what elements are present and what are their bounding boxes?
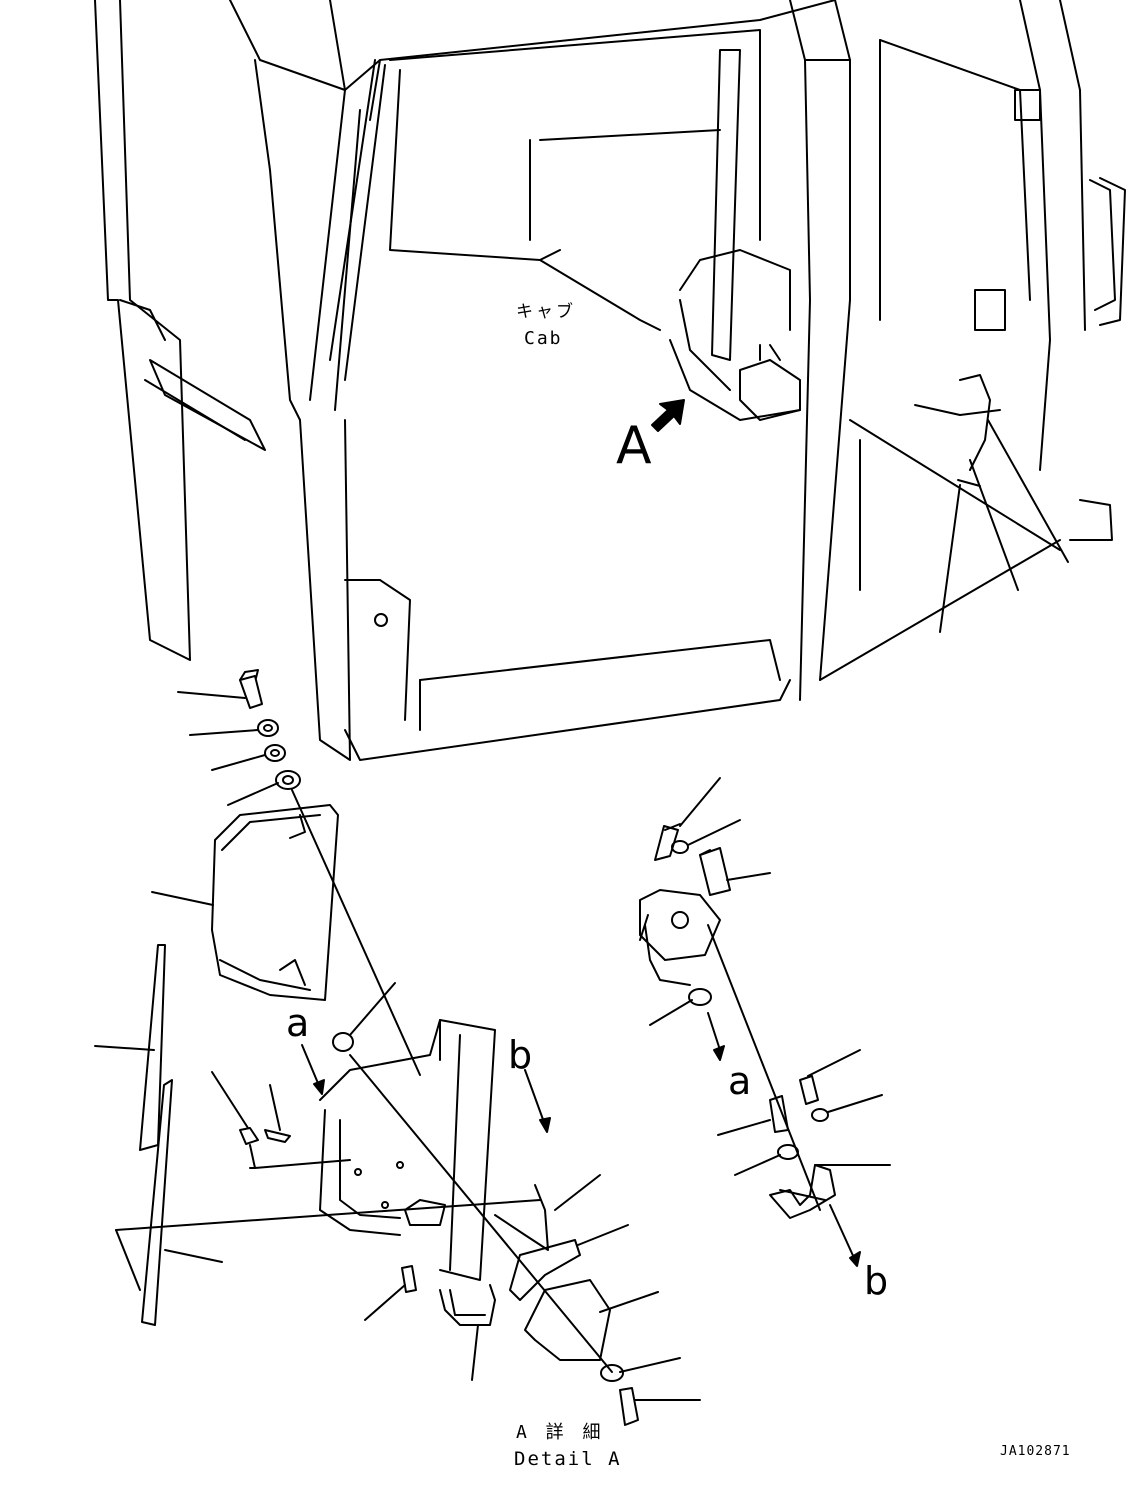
reference-b-upper: b: [508, 1033, 533, 1077]
cab-label-jp: キャブ: [516, 302, 576, 322]
direction-arrow-icon: [249, 1044, 551, 1169]
reference-b-lower: b: [864, 1259, 889, 1303]
reference-a-upper: a: [286, 1001, 310, 1045]
detail-title-en: Detail A: [514, 1448, 622, 1470]
view-arrow-icon: [651, 399, 685, 432]
reference-a-lower: a: [728, 1059, 752, 1103]
detail-title-jp: A 詳 細: [516, 1422, 605, 1443]
detail-a-motor-parts: [639, 777, 891, 1267]
cab-frame: [94, 0, 1126, 761]
cab-label-en: Cab: [524, 328, 563, 349]
drawing-code: JA102871: [1000, 1444, 1071, 1459]
view-marker-label: A: [616, 416, 652, 476]
detail-a-left-parts: [94, 669, 701, 1426]
